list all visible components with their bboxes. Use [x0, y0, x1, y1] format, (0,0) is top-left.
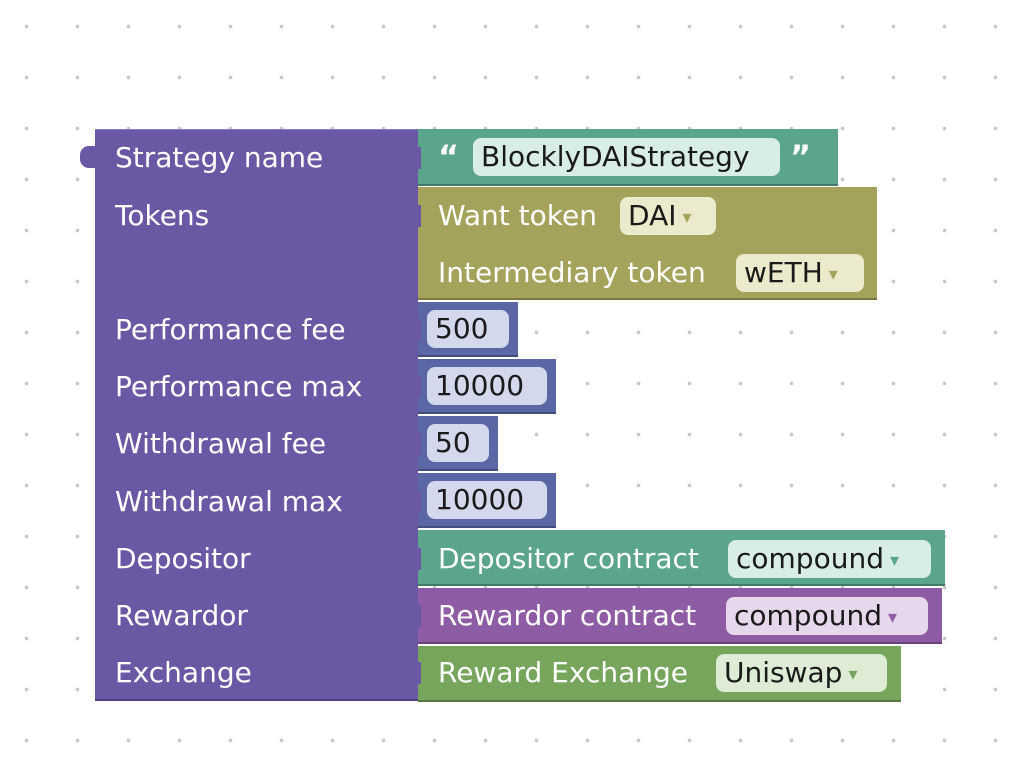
row-label-withdrawal-max: Withdrawal max: [115, 485, 343, 518]
input-socket: [403, 605, 421, 627]
row-label-performance-max: Performance max: [115, 370, 363, 403]
withdrawal-fee-field[interactable]: 50: [427, 424, 489, 462]
row-label-tokens: Tokens: [115, 199, 210, 232]
row-label-depositor: Depositor: [115, 542, 251, 575]
dropdown-arrow-icon: ▾: [682, 207, 692, 228]
text-block-strategy-name[interactable]: “ BlocklyDAIStrategy ”: [418, 129, 838, 186]
close-quote-icon: ”: [790, 138, 812, 176]
reward-exchange-label: Reward Exchange: [438, 656, 688, 689]
exchange-block[interactable]: Reward Exchange Uniswap▾: [418, 646, 901, 702]
row-label-performance-fee: Performance fee: [115, 313, 346, 346]
dropdown-arrow-icon: ▾: [887, 607, 898, 628]
open-quote-icon: “: [438, 138, 460, 176]
withdrawal-max-field[interactable]: 10000: [427, 481, 547, 519]
depositor-contract-dropdown[interactable]: compound▾: [728, 540, 931, 578]
input-socket: [403, 662, 421, 684]
input-socket: [403, 491, 421, 513]
rewardor-block[interactable]: Rewardor contract compound▾: [418, 588, 942, 644]
want-token-dropdown[interactable]: DAI▾: [620, 197, 716, 235]
tokens-block[interactable]: Want token DAI▾ Intermediary token wETH▾: [418, 187, 877, 300]
row-label-exchange: Exchange: [115, 656, 252, 689]
input-socket: [403, 548, 421, 570]
dropdown-arrow-icon: ▾: [848, 664, 858, 685]
intermediary-token-label: Intermediary token: [438, 256, 706, 289]
intermediary-token-value: wETH: [744, 256, 823, 289]
rewardor-contract-label: Rewardor contract: [438, 599, 697, 632]
strategy-block[interactable]: Strategy name Tokens Performance fee Per…: [80, 129, 421, 701]
row-label-rewardor: Rewardor: [115, 599, 248, 632]
depositor-contract-label: Depositor contract: [438, 542, 699, 575]
strategy-name-field[interactable]: BlocklyDAIStrategy: [473, 138, 780, 176]
number-block-withdrawal-fee[interactable]: 50: [418, 416, 498, 471]
input-socket: [403, 147, 421, 169]
rewardor-contract-dropdown[interactable]: compound▾: [726, 597, 928, 635]
performance-max-field[interactable]: 10000: [427, 367, 547, 405]
number-block-withdrawal-max[interactable]: 10000: [418, 473, 556, 528]
performance-fee-field[interactable]: 500: [427, 310, 509, 348]
want-token-label: Want token: [438, 199, 597, 232]
reward-exchange-dropdown[interactable]: Uniswap▾: [716, 654, 887, 692]
number-block-performance-fee[interactable]: 500: [418, 302, 518, 357]
depositor-block[interactable]: Depositor contract compound▾: [418, 530, 945, 586]
input-socket: [403, 319, 421, 341]
reward-exchange-value: Uniswap: [724, 656, 843, 689]
input-socket: [403, 205, 421, 227]
want-token-value: DAI: [628, 199, 677, 232]
dropdown-arrow-icon: ▾: [828, 264, 838, 285]
number-block-performance-max[interactable]: 10000: [418, 359, 556, 414]
row-label-strategy-name: Strategy name: [115, 141, 324, 174]
rewardor-contract-value: compound: [734, 599, 882, 632]
intermediary-token-dropdown[interactable]: wETH▾: [736, 254, 864, 292]
row-label-withdrawal-fee: Withdrawal fee: [115, 427, 327, 460]
input-socket: [403, 376, 421, 398]
depositor-contract-value: compound: [736, 542, 884, 575]
block-output-tab: [80, 146, 98, 168]
dropdown-arrow-icon: ▾: [889, 550, 900, 571]
input-socket: [403, 433, 421, 455]
